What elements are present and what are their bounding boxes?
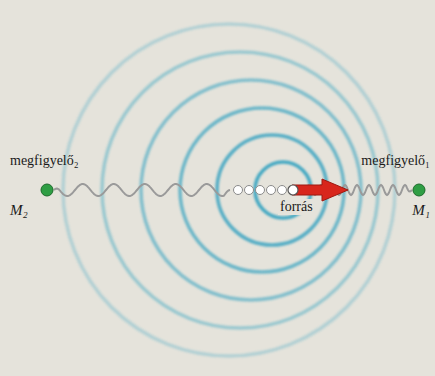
observer-symbol: M₁ [412,202,430,218]
wavefront [141,80,361,300]
source-trail [234,186,287,195]
observer: megfigyelő₂M₂ [40,183,54,197]
past-source-position [267,186,276,195]
observer-dot [413,184,425,196]
observer-dot [41,184,53,196]
observer-dot [412,183,426,197]
sound-source: forrás [230,183,300,197]
source-label: forrás [278,199,315,215]
observer-name: megfigyelő₂ [10,153,79,169]
past-source-position [256,186,265,195]
sound-wave [54,184,230,196]
past-source-position [245,186,254,195]
past-source-position [278,186,287,195]
velocity-arrow [292,179,348,201]
observer-symbol: M₂ [10,202,28,218]
wavefront [102,52,378,328]
observer-name: megfigyelő₁ [361,153,430,169]
observer: megfigyelő₁M₁ [412,183,426,197]
observer-dot [40,183,54,197]
source-dot [288,185,298,195]
past-source-position [234,186,243,195]
